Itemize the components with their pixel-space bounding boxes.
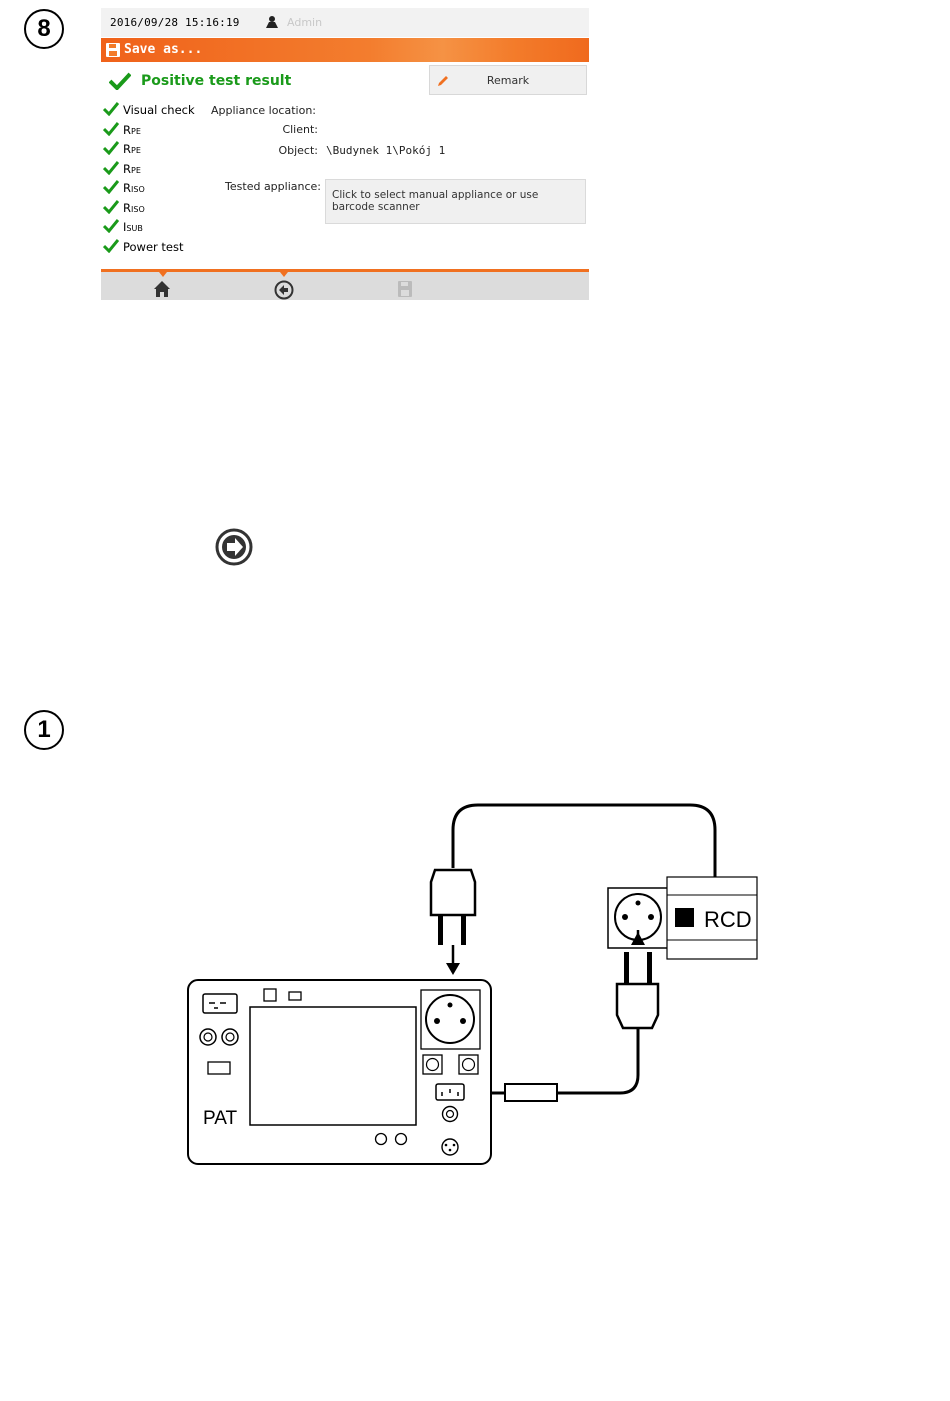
pat-device: PAT xyxy=(188,980,491,1164)
pat-label: PAT xyxy=(203,1108,238,1129)
plug-bottom xyxy=(472,930,658,1101)
rcd-device: RCD xyxy=(608,877,757,959)
rcd-label: RCD xyxy=(704,907,752,932)
plug-top xyxy=(431,870,475,975)
